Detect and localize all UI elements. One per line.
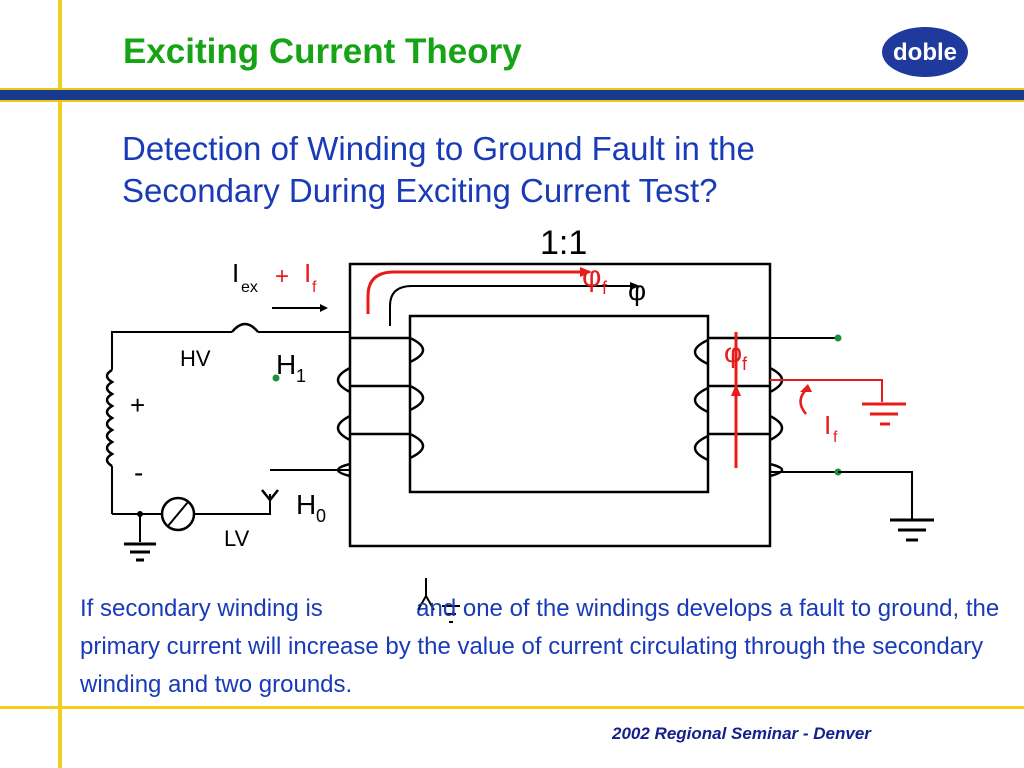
h1-sub: 1 [296,366,306,386]
description-part-1: If secondary winding is [80,595,323,622]
fault-flux-arrow [366,270,580,314]
x1-terminal [834,334,842,342]
core-window [408,314,710,494]
fault-flux-sub: f [602,278,608,298]
if-sub: f [312,279,317,296]
secondary-winding [693,336,784,478]
hv-label: HV [180,346,211,371]
slide-title: Exciting Current Theory [123,32,522,71]
right-fault-flux-sub: f [742,354,748,374]
plus-sign: + [130,390,145,420]
right-fault-flux-symbol: φ [724,337,742,368]
ground-symbol-source [124,542,156,562]
ground-symbol-lv [890,518,934,542]
header-rule [0,88,1024,102]
ratio-label: 1:1 [540,224,587,262]
primary-winding [336,336,425,478]
hv-lead-clip [231,322,259,333]
footer-rule [0,706,1024,709]
description-part-2: and one of the windings develops a fault… [80,595,1000,698]
iex-sub: ex [241,279,258,296]
lv-label: LV [224,526,250,551]
left-accent-line [58,0,62,768]
if-main: I [304,258,311,288]
subtitle-line-1: Detection of Winding to Ground Fault in … [122,130,755,167]
fault-flux-symbol: φ [582,260,601,293]
h0-main: H [296,489,316,520]
footer-text: 2002 Regional Seminar - Denver [612,724,871,743]
h1-main: H [276,349,296,380]
flux-arrow [389,285,630,326]
iex-plus: + [275,263,289,290]
doble-logo: doble [882,27,968,77]
h1-terminal [272,374,280,382]
transformer-diagram: 1:1 φ f φ φ f [105,224,934,562]
logo-text: doble [893,39,957,66]
secondary-fault-current-main: I [824,410,831,440]
flux-symbol: φ [628,275,646,306]
fault-ground-symbol [862,402,906,426]
minus-sign: - [134,457,143,488]
h0-sub: 0 [316,506,326,526]
slide-subtitle: Detection of Winding to Ground Fault in … [122,128,922,212]
core-outer [348,262,772,548]
grounded-wye-icon [417,578,460,623]
source-coil [105,368,115,468]
secondary-fault-current-sub: f [833,429,838,446]
description-text: If secondary winding is and one of the w… [80,590,1020,704]
subtitle-line-2: Secondary During Exciting Current Test? [122,172,718,209]
iex-main: I [232,258,239,288]
lv-lead-clip [261,489,279,503]
